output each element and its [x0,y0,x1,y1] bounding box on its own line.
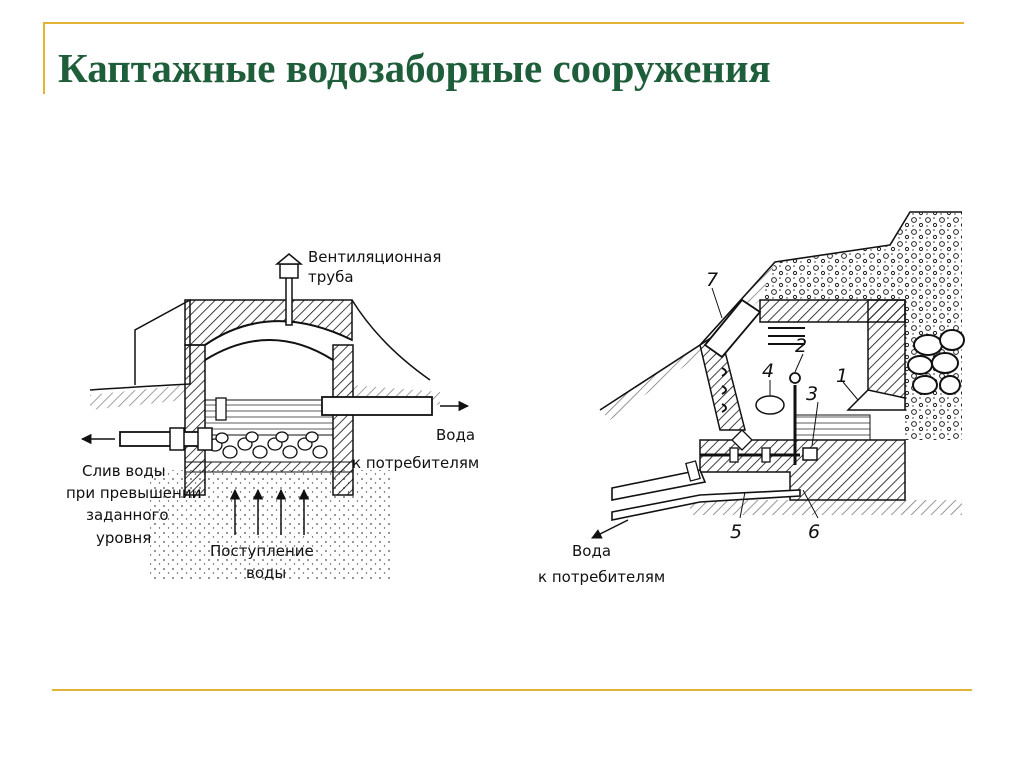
overflow-label-line-3: заданного [86,506,169,524]
callout-7: 7 [706,269,718,291]
page-title: Каптажные водозаборные сооружения [58,45,771,91]
overflow-label-line-1: Слив воды [82,462,166,480]
inflow-label-line-1: Поступление [210,542,314,560]
right-outlet-label-line-1: Вода [572,542,611,560]
callout-1: 1 [836,365,848,387]
inflow-label-line-2: воды [246,564,286,582]
callout-5: 5 [730,521,742,543]
overflow-label-line-4: уровня [96,529,151,547]
left-outlet-label-line-2: к потребителям [352,454,479,472]
callout-3: 3 [806,383,818,405]
callout-4: 4 [762,360,774,382]
left-captage-chamber [80,253,470,580]
callout-6: 6 [808,521,820,543]
left-outlet-label-line-1: Вода [436,426,475,444]
overflow-label-line-2: при превышении [66,484,201,502]
right-captage-chamber [591,211,965,539]
right-outlet-label-line-2: к потребителям [538,568,665,586]
vent-label-line-2: труба [308,268,354,286]
vent-label-line-1: Вентиляционная [308,248,441,266]
callout-2: 2 [795,335,807,357]
top-rule [44,22,964,24]
left-rule [43,22,45,94]
bottom-rule [52,689,972,691]
